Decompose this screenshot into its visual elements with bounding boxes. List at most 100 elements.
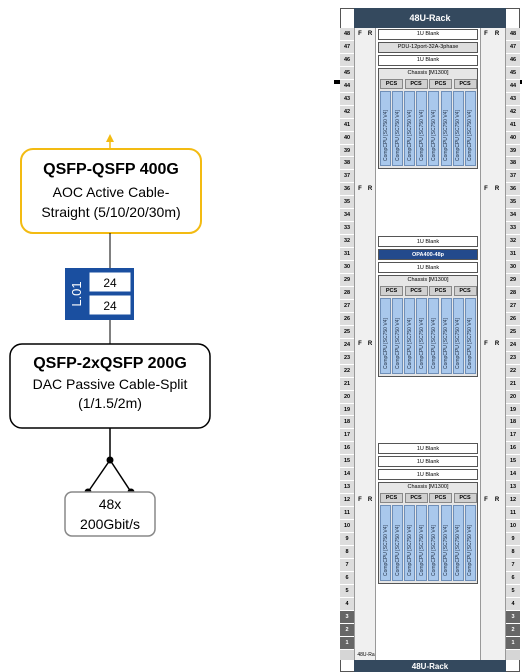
rack-unit-number-left: 23 [340, 351, 354, 365]
rack-unit-number-left: 13 [340, 481, 354, 495]
rack-unit-number-left: 9 [340, 533, 354, 546]
compute-blade: CompCPU [SC750 V4] [440, 90, 452, 167]
blank-panel: 1U Blank [378, 262, 478, 274]
rack-unit-number-right: 36 [506, 183, 520, 197]
compute-blade: CompCPU [SC750 V4] [464, 90, 476, 167]
compute-blade: CompCPU [SC750 V4] [428, 298, 440, 374]
rack-unit-number-left: 19 [340, 403, 354, 417]
compute-blade: CompCPU [SC750 V4] [392, 505, 404, 581]
rack-unit-number-left: 32 [340, 235, 354, 249]
opa-switch: OPA400-48p [378, 249, 478, 261]
rack-unit-number-left: 41 [340, 118, 354, 132]
pcs-slot: PCS [404, 286, 428, 297]
rack-unit-number-right: 23 [506, 351, 520, 365]
dac-cable-title: QSFP-2xQSFP 200G [33, 355, 187, 372]
rack-front-marker: F [358, 30, 362, 37]
rack-unit-number-left: 11 [340, 507, 354, 521]
compute-blade-label: CompCPU [SC750 V4] [394, 110, 401, 162]
rack-unit-number-right: 11 [506, 507, 520, 521]
pdu-panel: PDU-12port-32A-3phase [378, 41, 478, 53]
rack-unit-number-right: 26 [506, 312, 520, 326]
rack-front-marker: F [358, 341, 362, 348]
rack-unit-number-right: 1 [506, 636, 520, 650]
rack-unit-number-left: 4 [340, 597, 354, 611]
rack-unit-number-left: 46 [340, 53, 354, 67]
compute-blade: CompCPU [SC750 V4] [440, 298, 452, 374]
rack-unit-number-right: 10 [506, 520, 520, 534]
compute-blade-label: CompCPU [SC750 V4] [382, 317, 389, 369]
rack-unit-number-left: 43 [340, 92, 354, 106]
rack-rear-marker: R [367, 341, 373, 348]
compute-blade: CompCPU [SC750 V4] [440, 505, 452, 581]
rack-unit-number-left: 14 [340, 468, 354, 482]
pcs-slot: PCS [453, 493, 477, 504]
rack-unit-number-left: 21 [340, 377, 354, 391]
rack-unit-number-right: 15 [506, 455, 520, 469]
compute-blade: CompCPU [SC750 V4] [380, 505, 391, 581]
rack-unit-number-right: 12 [506, 494, 520, 508]
rack-unit-number-right: 16 [506, 442, 520, 456]
rack-unit-number-right: 42 [506, 105, 520, 119]
rack-unit-number-left: 39 [340, 144, 354, 158]
pcs-slot: PCS [429, 286, 452, 297]
rack-unit-number-right: 41 [506, 118, 520, 132]
rack-front-marker: F [484, 30, 488, 37]
rack-unit-number-right: 13 [506, 481, 520, 495]
compute-blade: CompCPU [SC750 V4] [392, 298, 404, 374]
compute-blade-label: CompCPU [SC750 V4] [394, 524, 401, 576]
compute-blade-label: CompCPU [SC750 V4] [382, 110, 389, 162]
rack-unit-number-left: 5 [340, 584, 354, 598]
blank-panel: 1U Blank [378, 29, 478, 40]
rack-unit-number-left: 48 [340, 28, 354, 41]
rack-unit-number-left: 42 [340, 105, 354, 119]
rack-unit-number-right: 37 [506, 170, 520, 184]
rack-unit-number-left: 31 [340, 248, 354, 262]
rack-unit-number-left: 37 [340, 170, 354, 184]
rack-unit-number-left: 25 [340, 325, 354, 339]
compute-blade: CompCPU [SC750 V4] [416, 298, 428, 374]
pcs-slot: PCS [453, 78, 477, 89]
rack-unit-number-right: 43 [506, 92, 520, 106]
rack-unit-number-left: 40 [340, 131, 354, 145]
rack-mount-bracket [334, 79, 340, 84]
compute-blade-label: CompCPU [SC750 V4] [382, 524, 389, 576]
compute-blade-label: CompCPU [SC750 V4] [430, 524, 437, 576]
rack-rear-marker: R [367, 185, 373, 192]
rack-unit-number-right: 24 [506, 338, 520, 352]
rack-unit-number-left: 38 [340, 157, 354, 171]
rack-unit-number-left: 3 [340, 610, 354, 624]
split-left [87, 459, 111, 493]
compute-blade-label: CompCPU [SC750 V4] [455, 317, 462, 369]
compute-blade: CompCPU [SC750 V4] [464, 298, 476, 374]
aoc-cable-box [20, 148, 202, 234]
compute-blade: CompCPU [SC750 V4] [380, 90, 391, 167]
rack-unit-number-right: 3 [506, 610, 520, 624]
rack-unit-number-left: 33 [340, 222, 354, 236]
compute-blade-label: CompCPU [SC750 V4] [455, 110, 462, 162]
rack-unit-number-left: 47 [340, 40, 354, 54]
rack-front-marker: F [484, 341, 488, 348]
rack-front-marker: F [358, 496, 362, 503]
compute-blade-label: CompCPU [SC750 V4] [418, 317, 425, 369]
rack-unit-number-left: 28 [340, 287, 354, 300]
compute-blade: CompCPU [SC750 V4] [464, 505, 476, 581]
rack-unit-number-left: 44 [340, 79, 354, 93]
pcs-slot: PCS [404, 78, 428, 89]
rack-unit-number-right: 46 [506, 53, 520, 67]
rack-unit-number-right: 19 [506, 403, 520, 417]
compute-blade-label: CompCPU [SC750 V4] [443, 524, 449, 576]
compute-blade: CompCPU [SC750 V4] [428, 90, 440, 167]
pcs-slot: PCS [380, 286, 403, 297]
rack-unit-number-right: 31 [506, 248, 520, 262]
rack-unit-number-left: 2 [340, 623, 354, 637]
aoc-cable-line2: Straight (5/10/20/30m) [41, 204, 180, 220]
compute-blade: CompCPU [SC750 V4] [428, 505, 440, 581]
rack-unit-number-right: 8 [506, 546, 520, 559]
rack-unit-number-right: 30 [506, 261, 520, 275]
rack-rear-marker: R [494, 185, 500, 192]
rack-unit-number-left: 20 [340, 390, 354, 404]
compute-blade-label: CompCPU [SC750 V4] [430, 317, 437, 369]
rack-rear-marker: R [367, 30, 373, 37]
rack-unit-number-left: 35 [340, 196, 354, 210]
chassis-label: Chassis [M1300] [407, 277, 449, 284]
